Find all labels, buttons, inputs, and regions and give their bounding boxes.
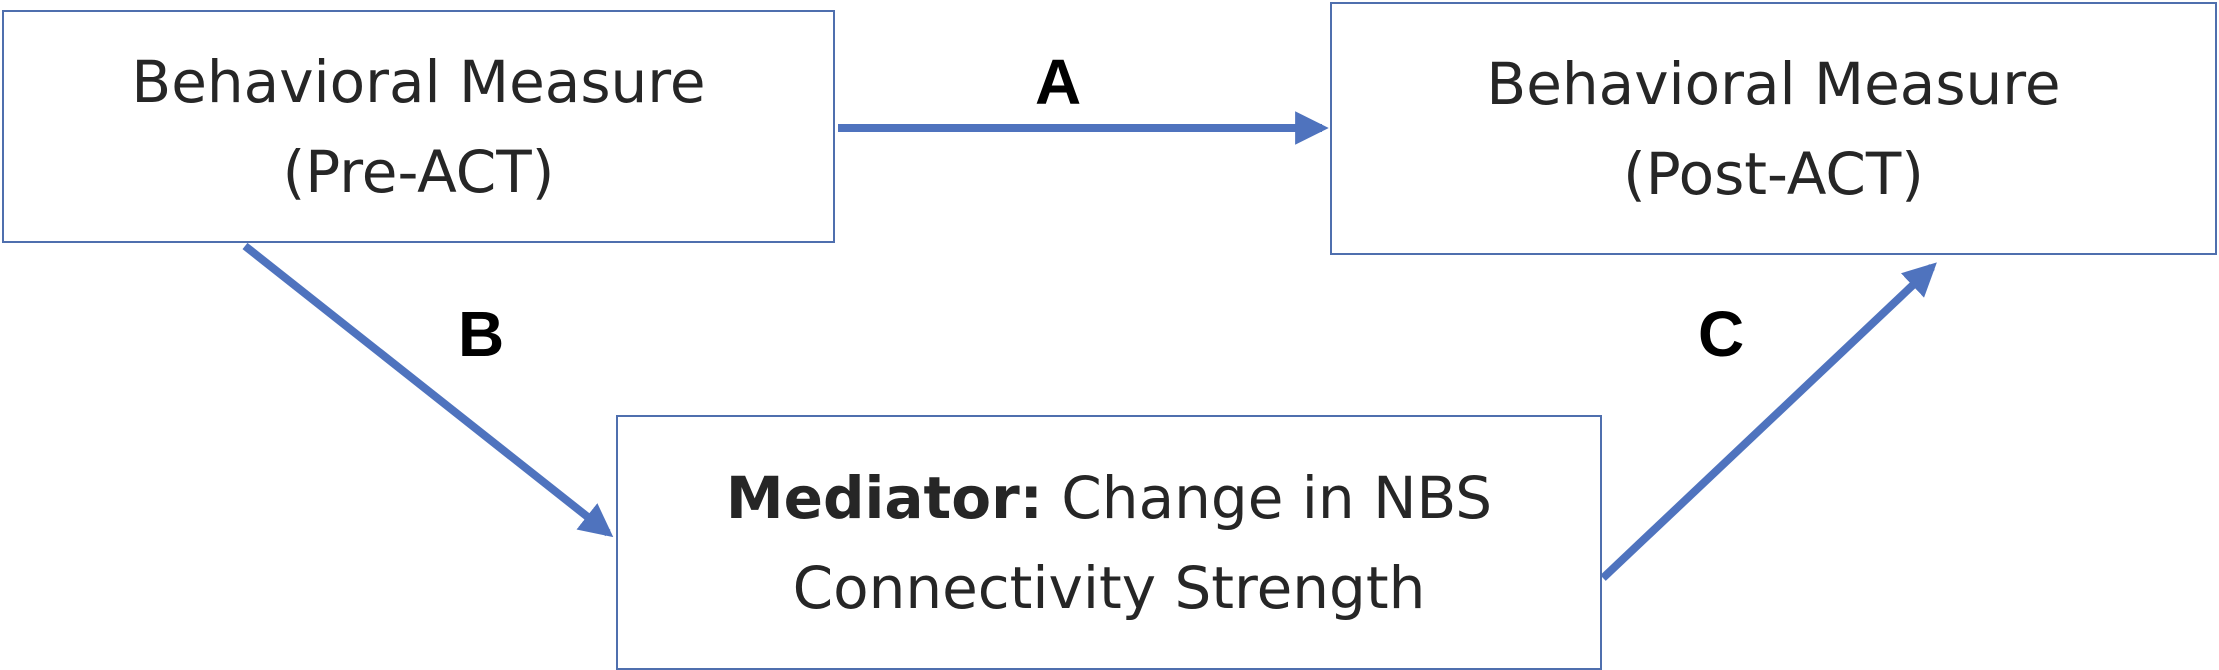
post-act-box: Behavioral Measure (Post-ACT) xyxy=(1330,2,2217,255)
pre-act-title: Behavioral Measure xyxy=(131,47,706,116)
post-act-subtitle: (Post-ACT) xyxy=(1623,139,1924,208)
arrow-b xyxy=(242,242,614,538)
mediator-line-2: Connectivity Strength xyxy=(792,553,1426,622)
post-act-title: Behavioral Measure xyxy=(1486,49,2061,118)
path-label-b: B xyxy=(458,298,505,370)
arrow-c xyxy=(1600,262,1937,581)
pre-act-subtitle: (Pre-ACT) xyxy=(282,137,555,206)
path-label-c: C xyxy=(1698,298,1745,370)
pre-act-box: Behavioral Measure (Pre-ACT) xyxy=(2,10,835,243)
mediator-line-1: Mediator: Change in NBS xyxy=(726,453,1492,543)
path-label-a: A xyxy=(1035,46,1082,118)
mediator-box: Mediator: Change in NBS Connectivity Str… xyxy=(616,415,1602,670)
mediator-bold-label: Mediator: xyxy=(725,463,1043,532)
mediator-line-1-text: Change in NBS xyxy=(1042,463,1493,532)
